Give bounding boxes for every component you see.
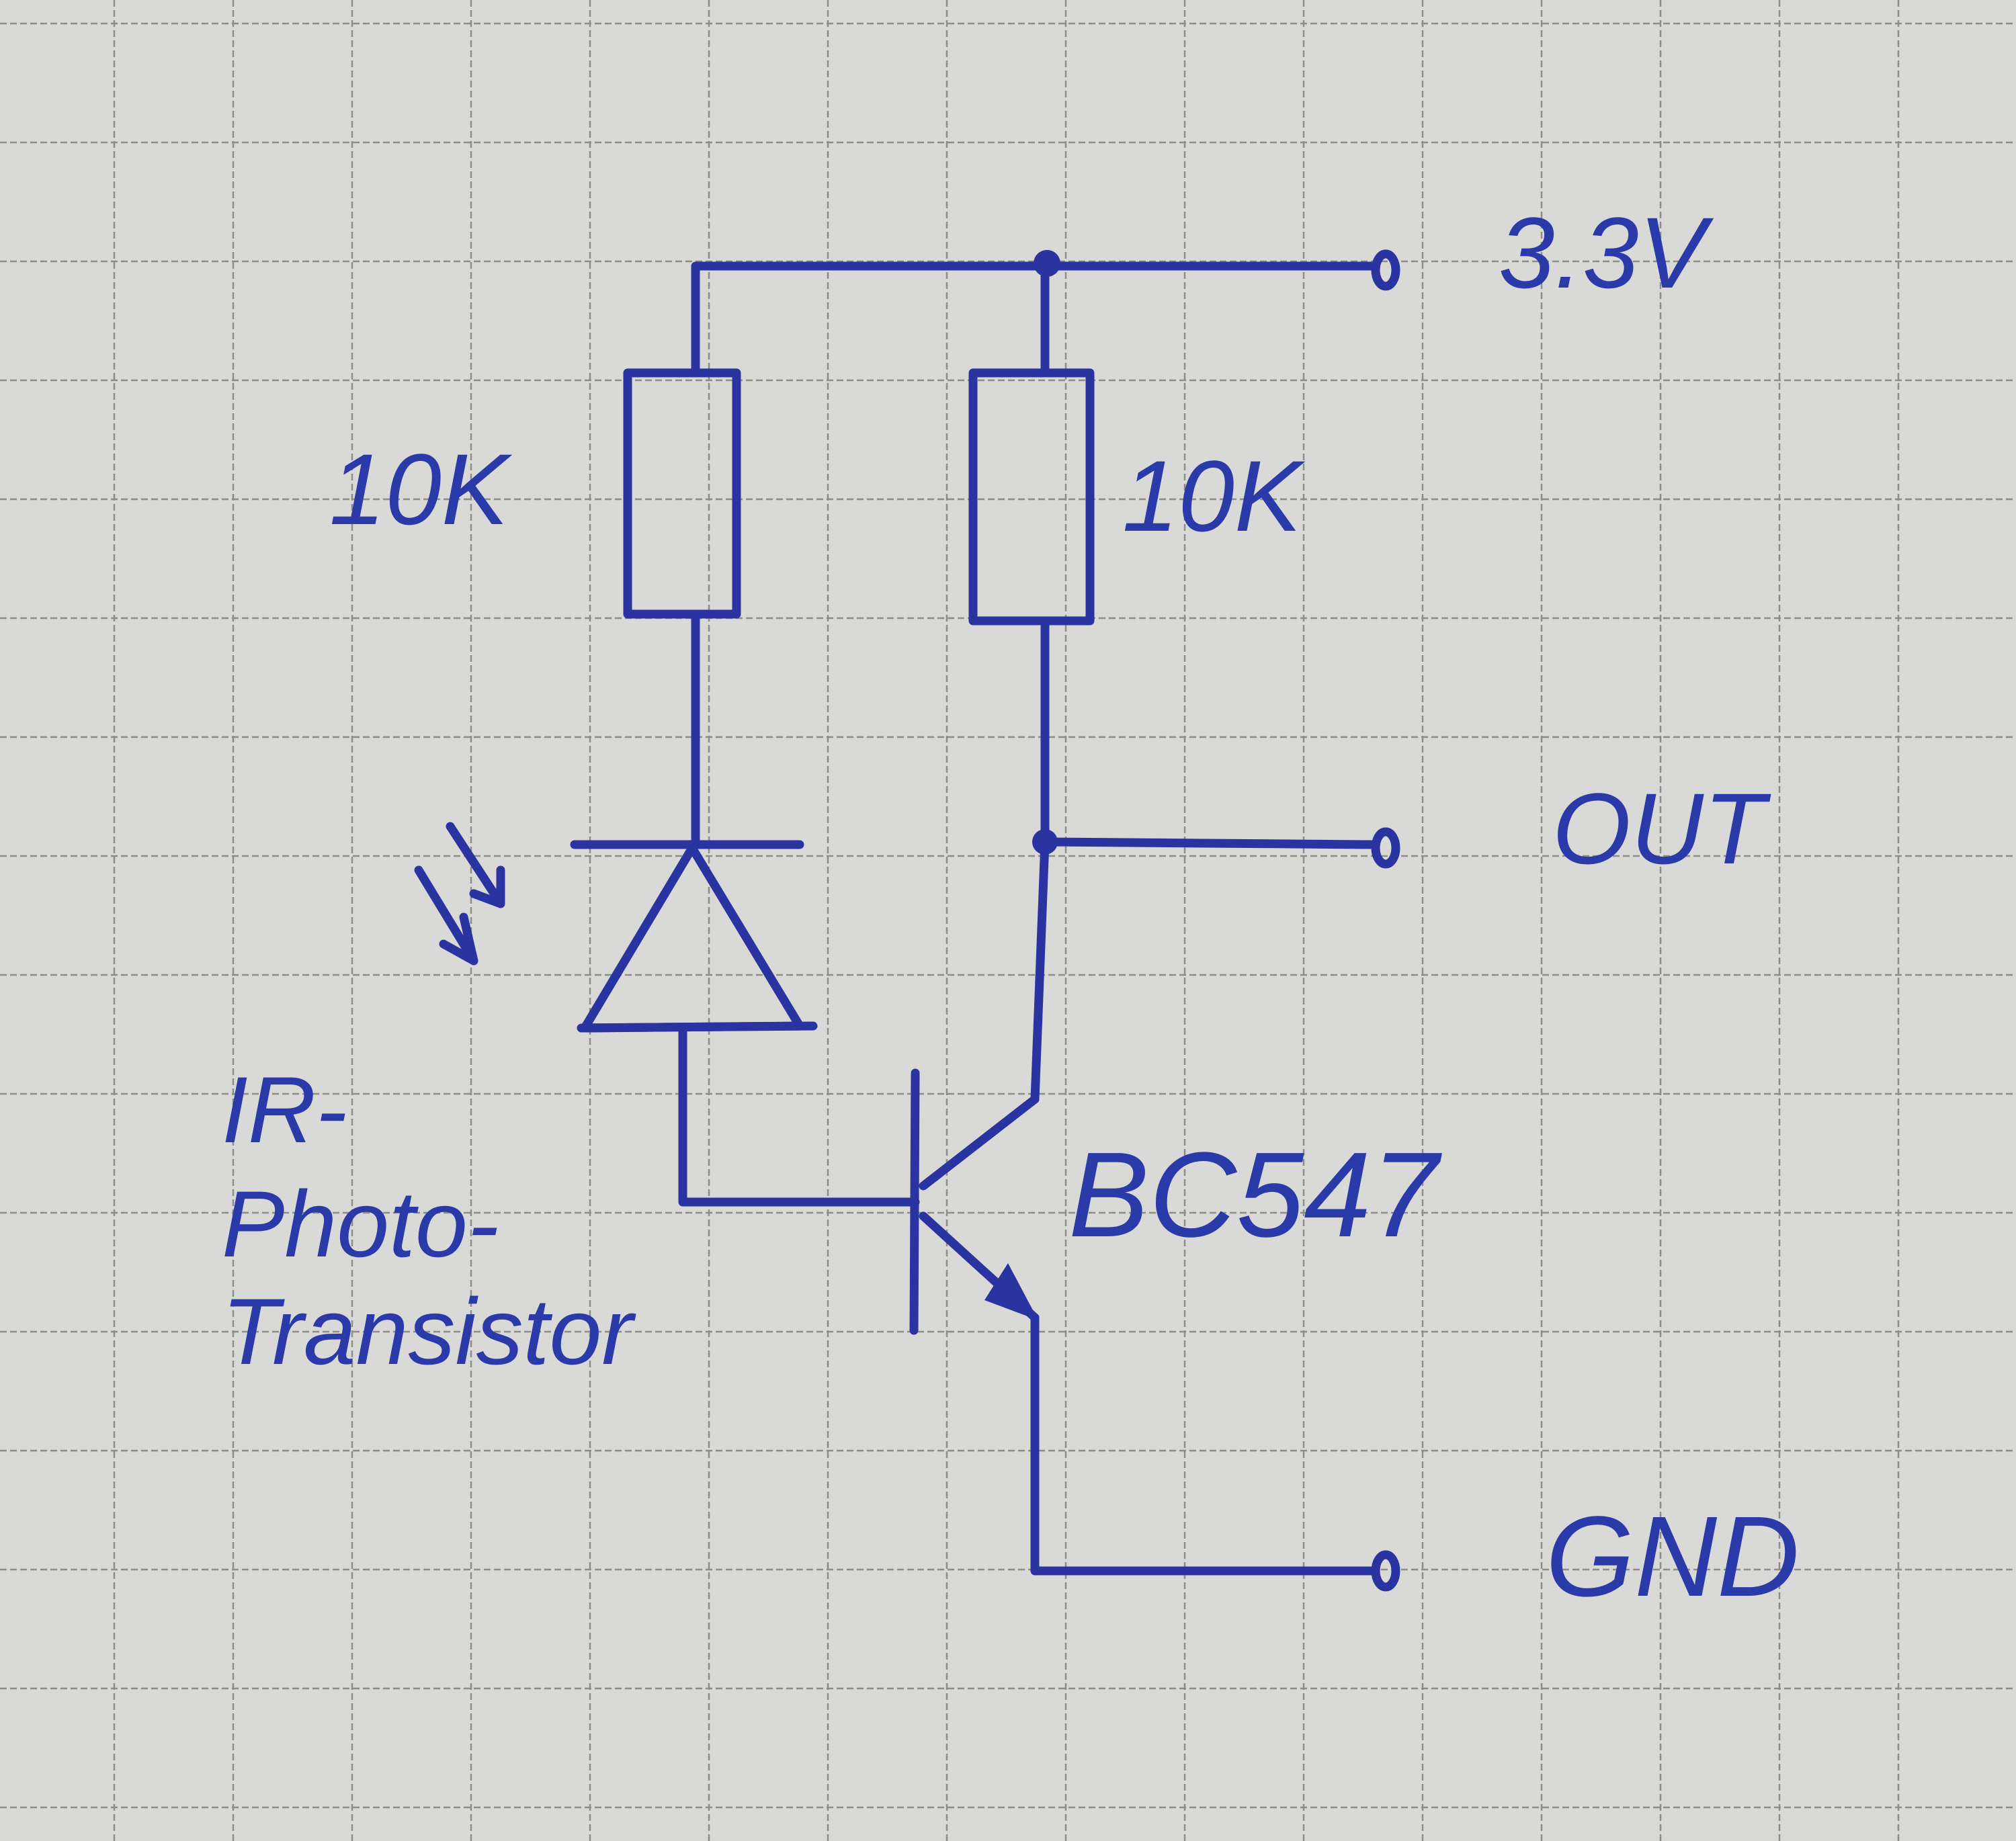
photo-label-line-1: IR- (222, 1057, 347, 1162)
resistor-r1-body (623, 368, 741, 619)
terminal-out-label: OUT (1552, 772, 1771, 885)
terminal-gnd: GND (1030, 1313, 1800, 1621)
transistor-bc547: BC547 (909, 1068, 1442, 1335)
photo-triangle (580, 843, 804, 1033)
wire-out (1040, 837, 1376, 849)
transistor-label: BC547 (1068, 1127, 1442, 1262)
photo-label-line-2: Photo- (222, 1171, 499, 1277)
supply-rail (691, 250, 1376, 378)
emitter-arrow-icon (984, 1263, 1038, 1320)
resistor-r2: 10K (968, 368, 1306, 1104)
transistor-collector (919, 1095, 1040, 1191)
wire-gnd (1030, 1313, 1376, 1576)
photo-bottom-bar (577, 1021, 818, 1033)
transistor-base-bar (909, 1068, 920, 1335)
resistor-r1-label: 10K (329, 433, 513, 546)
photo-label-line-3: Transistor (222, 1279, 636, 1384)
terminal-out-circle (1371, 827, 1400, 869)
resistor-r1: 10K (329, 368, 741, 849)
terminal-gnd-label: GND (1546, 1493, 1800, 1621)
resistor-r2-label: 10K (1122, 439, 1306, 552)
terminal-vcc-circle (1371, 249, 1400, 291)
wire-photo-to-base (678, 1023, 920, 1207)
terminal-out: OUT (1032, 772, 1771, 885)
resistor-r2-body (968, 368, 1095, 626)
terminal-gnd-circle (1371, 1550, 1400, 1592)
terminal-vcc: 3.3V (1371, 196, 1714, 309)
wire-out-to-collector (1030, 837, 1050, 1104)
terminal-vcc-label: 3.3V (1499, 196, 1714, 309)
wire-vcc-rail (691, 261, 1376, 378)
photo-transistor: IR- Photo- Transistor (222, 822, 920, 1384)
light-arrows-icon (414, 822, 505, 966)
